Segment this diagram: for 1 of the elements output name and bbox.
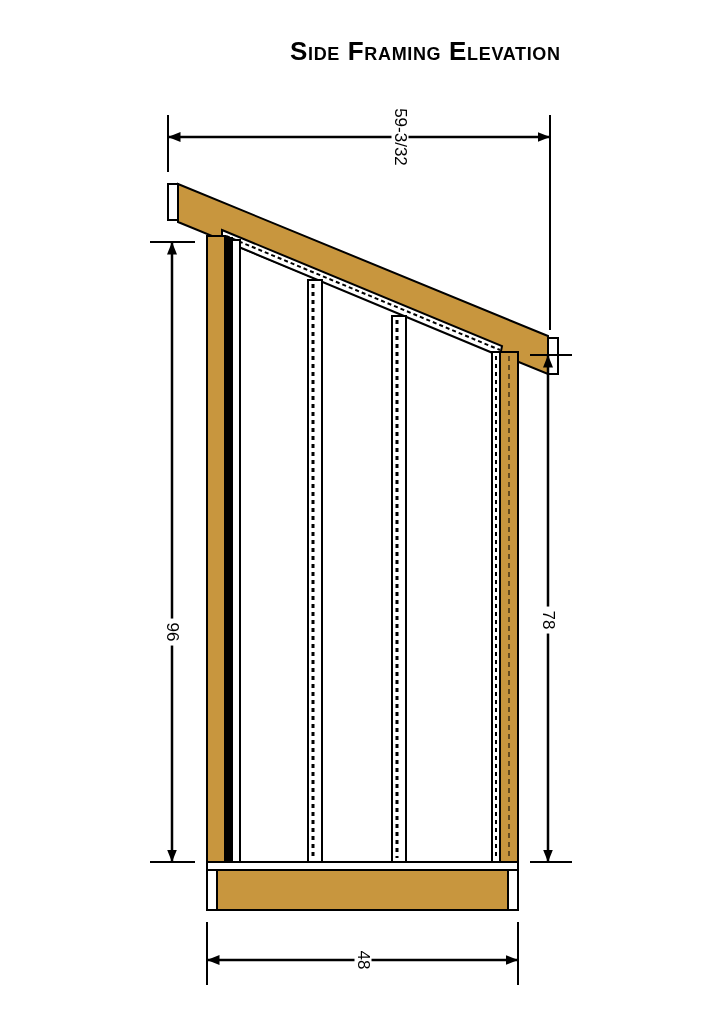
- drawing-title: Side Framing Elevation: [290, 35, 561, 68]
